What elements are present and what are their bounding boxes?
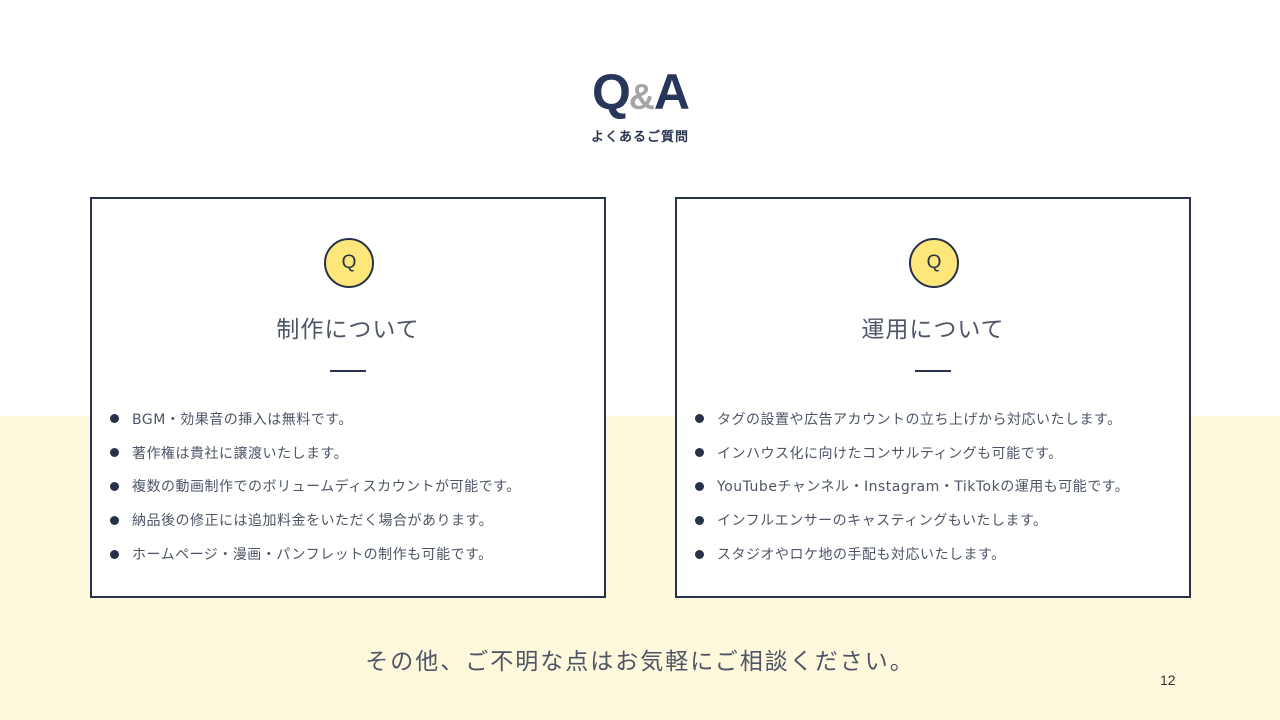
card-title: 制作について bbox=[276, 317, 420, 343]
faq-card-production: Q 制作について BGM・効果音の挿入は無料です。 著作権は貴社に譲渡いたします… bbox=[90, 197, 606, 598]
title-ampersand: & bbox=[628, 76, 655, 117]
list-item-text: スタジオやロケ地の手配も対応いたします。 bbox=[717, 547, 1006, 564]
faq-card-operation: Q 運用について タグの設置や広告アカウントの立ち上げから対応いたします。 イン… bbox=[675, 197, 1191, 598]
bullet-icon bbox=[695, 481, 704, 491]
bullet-icon bbox=[695, 515, 704, 525]
list-item: BGM・効果音の挿入は無料です。 bbox=[110, 402, 521, 436]
bullet-icon bbox=[110, 448, 119, 458]
faq-list: タグの設置や広告アカウントの立ち上げから対応いたします。 インハウス化に向けたコ… bbox=[695, 402, 1129, 571]
title-q: Q bbox=[591, 64, 631, 120]
list-item-text: インフルエンサーのキャスティングもいたします。 bbox=[717, 513, 1048, 530]
list-item-text: 複数の動画制作でのボリュームディスカウントが可能です。 bbox=[132, 479, 521, 496]
bullet-icon bbox=[695, 414, 704, 424]
q-badge-icon: Q bbox=[324, 238, 374, 288]
list-item: YouTubeチャンネル・Instagram・TikTokの運用も可能です。 bbox=[695, 470, 1129, 504]
bullet-icon bbox=[110, 549, 119, 559]
list-item-text: 著作権は貴社に譲渡いたします。 bbox=[132, 445, 349, 462]
bullet-icon bbox=[695, 448, 704, 458]
bullet-icon bbox=[110, 481, 119, 491]
page-subtitle: よくあるご質問 bbox=[590, 130, 689, 145]
list-item-text: ホームページ・漫画・パンフレットの制作も可能です。 bbox=[132, 547, 493, 564]
title-a: A bbox=[653, 64, 690, 120]
card-title: 運用について bbox=[861, 317, 1005, 343]
bullet-icon bbox=[695, 549, 704, 559]
list-item: インハウス化に向けたコンサルティングも可能です。 bbox=[695, 436, 1129, 470]
list-item: タグの設置や広告アカウントの立ち上げから対応いたします。 bbox=[695, 402, 1129, 436]
divider bbox=[915, 370, 951, 372]
list-item: インフルエンサーのキャスティングもいたします。 bbox=[695, 503, 1129, 537]
list-item: 複数の動画制作でのボリュームディスカウントが可能です。 bbox=[110, 470, 521, 504]
list-item: 著作権は貴社に譲渡いたします。 bbox=[110, 436, 521, 470]
faq-list: BGM・効果音の挿入は無料です。 著作権は貴社に譲渡いたします。 複数の動画制作… bbox=[110, 402, 521, 571]
list-item: ホームページ・漫画・パンフレットの制作も可能です。 bbox=[110, 537, 521, 571]
bullet-icon bbox=[110, 414, 119, 424]
list-item-text: インハウス化に向けたコンサルティングも可能です。 bbox=[717, 445, 1063, 462]
list-item: スタジオやロケ地の手配も対応いたします。 bbox=[695, 537, 1129, 571]
divider bbox=[330, 370, 366, 372]
bullet-icon bbox=[110, 515, 119, 525]
list-item-text: タグの設置や広告アカウントの立ち上げから対応いたします。 bbox=[717, 411, 1122, 428]
list-item-text: 納品後の修正には追加料金をいただく場合があります。 bbox=[132, 513, 494, 530]
footer-message: その他、ご不明な点はお気軽にご相談ください。 bbox=[365, 649, 915, 675]
q-badge-icon: Q bbox=[909, 238, 959, 288]
list-item-text: BGM・効果音の挿入は無料です。 bbox=[132, 411, 353, 428]
page-title: Q&A bbox=[0, 62, 1280, 127]
list-item-text: YouTubeチャンネル・Instagram・TikTokの運用も可能です。 bbox=[717, 479, 1130, 496]
list-item: 納品後の修正には追加料金をいただく場合があります。 bbox=[110, 503, 521, 537]
page-number: 12 bbox=[1160, 672, 1176, 688]
